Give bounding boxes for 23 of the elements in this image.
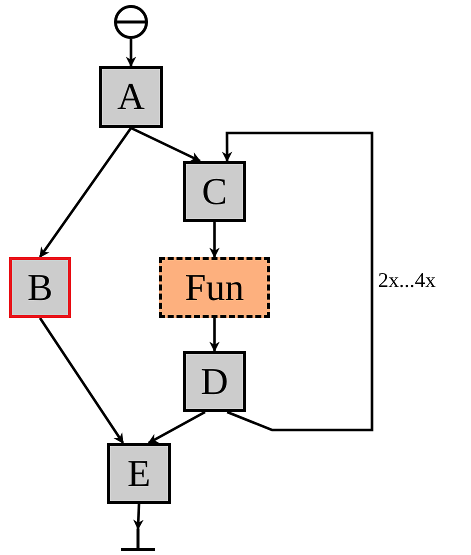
process-box (107, 443, 171, 504)
arrow (38, 127, 132, 258)
end-symbol (121, 529, 155, 551)
start-symbol (114, 5, 148, 39)
arrow (209, 222, 220, 258)
arrow (148, 410, 206, 444)
arrow (133, 504, 144, 530)
process-box (99, 66, 163, 128)
node-label: A (117, 78, 145, 116)
process-box (9, 257, 71, 318)
node-label: D (200, 362, 228, 400)
function-box (159, 257, 270, 318)
node-label: E (127, 454, 151, 492)
node-label: Fun (184, 268, 244, 306)
arrow (126, 39, 136, 68)
node-label: B (27, 268, 53, 306)
process-box (183, 351, 246, 412)
process-box (183, 161, 246, 222)
arrow (222, 132, 374, 432)
node-label: C (202, 172, 228, 210)
arrow (38, 317, 124, 444)
arrow (209, 318, 220, 352)
arrow (130, 126, 201, 162)
